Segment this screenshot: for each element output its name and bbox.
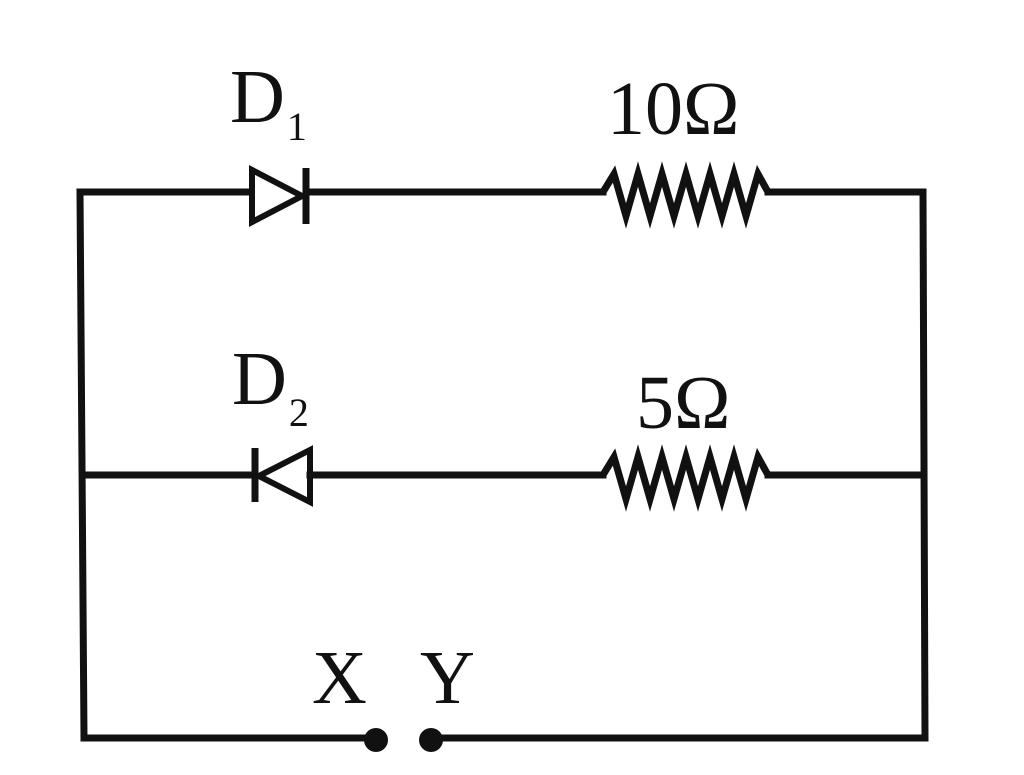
diode-d2-symbol xyxy=(251,445,313,507)
right-wire xyxy=(919,188,929,742)
terminal-x-label: X xyxy=(312,636,367,720)
terminal-x-dot xyxy=(364,728,388,752)
diode-d1-symbol xyxy=(249,165,310,227)
resistor-5-ohm-symbol xyxy=(600,444,772,512)
resistor-10-ohm-symbol xyxy=(600,161,772,229)
resistor-5-ohm-label: 5Ω xyxy=(636,361,730,445)
diode-d2-label: D2 xyxy=(232,337,309,435)
terminal-y-label: Y xyxy=(420,636,475,720)
resistor-10-ohm-label: 10Ω xyxy=(607,67,739,151)
left-wire xyxy=(76,188,88,742)
diode-d1-label: D1 xyxy=(230,55,307,149)
diode-d2-triangle xyxy=(252,445,313,507)
diode-d1-subscript: 1 xyxy=(287,104,307,149)
diode-d2-subscript: 2 xyxy=(289,390,309,435)
terminal-y-dot xyxy=(419,728,443,752)
diode-d1-triangle xyxy=(249,165,309,227)
